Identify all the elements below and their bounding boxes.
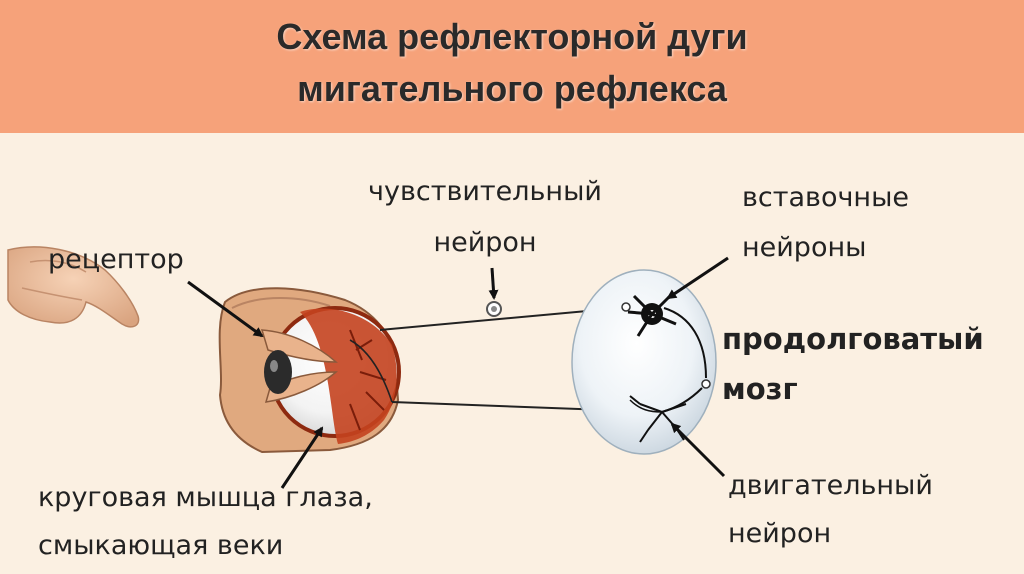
label-sensory-neuron-line-1: чувствительный — [368, 176, 602, 207]
label-orbicularis-muscle-line-2: смыкающая веки — [38, 530, 284, 561]
motor-neuron-cell — [629, 387, 703, 443]
label-receptor: рецептор — [48, 244, 184, 275]
pointing-finger-illustration — [7, 246, 140, 328]
label-interneurons-line-1: вставочные — [742, 182, 909, 213]
label-interneurons-line-2: нейроны — [742, 232, 867, 263]
label-orbicularis-muscle-line-1: круговая мышца глаза, — [38, 482, 373, 513]
sensory-neuron-body — [486, 301, 502, 317]
slide-title-line-1: Схема рефлекторной дуги — [276, 16, 748, 57]
label-arrows — [187, 256, 729, 489]
title-band: Схема рефлекторной дуги мигательного реф… — [0, 0, 1024, 133]
label-motor-neuron-line-2: нейрон — [728, 518, 832, 549]
eyeball-illustration — [260, 306, 401, 444]
label-medulla-line-1: продолговатый — [722, 322, 984, 356]
label-sensory-neuron-line-2: нейрон — [433, 227, 537, 258]
interneuron-cell — [627, 292, 707, 379]
label-medulla-line-2: мозг — [722, 372, 798, 406]
label-motor-neuron-line-1: двигательный — [728, 470, 933, 501]
slide-title-line-2: мигательного рефлекса — [297, 68, 727, 109]
medulla-sphere-illustration — [571, 269, 717, 455]
